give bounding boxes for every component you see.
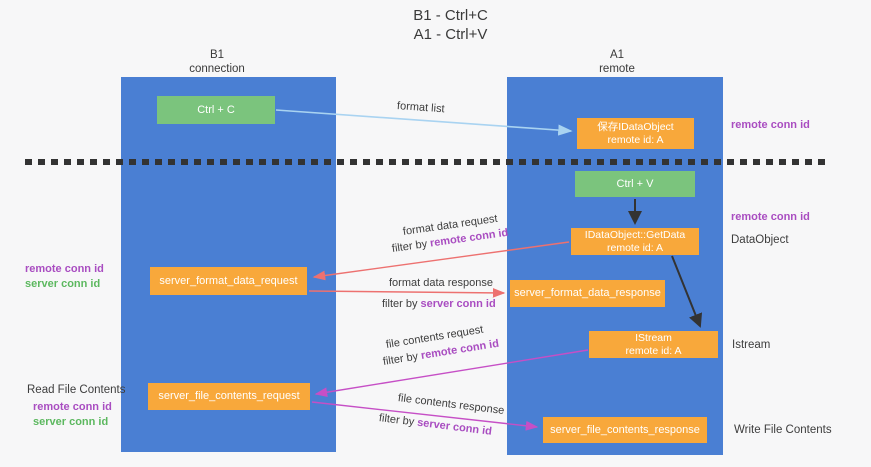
right-column-header: A1 remote — [517, 48, 717, 76]
server-file-contents-response-box: server_file_contents_response — [543, 417, 707, 443]
ctrl-v-label: Ctrl + V — [616, 177, 654, 190]
filter-by-text: filter by — [382, 298, 418, 310]
server-file-contents-request-label: server_file_contents_request — [158, 390, 300, 402]
right-remote-conn-id-top: remote conn id — [731, 119, 810, 131]
right-column-name: A1 — [609, 49, 625, 61]
left-column-header: B1 connection — [117, 48, 317, 76]
ctrl-v-box: Ctrl + V — [575, 171, 695, 197]
left-server-conn-id-bottom: server conn id — [33, 416, 109, 428]
left-column-subtitle: connection — [189, 63, 245, 75]
left-remote-conn-id-top: remote conn id — [25, 263, 104, 275]
istream-side-label: Istream — [732, 339, 771, 351]
dataobject-label: DataObject — [731, 234, 789, 246]
left-remote-conn-id-bottom: remote conn id — [33, 401, 112, 413]
getdata-line2: remote id: A — [606, 241, 664, 254]
server-conn-id-value: server conn id — [420, 298, 496, 310]
arrow-format-data-request — [312, 241, 570, 281]
save-idataobject-line2: remote id: A — [607, 133, 664, 146]
save-idataobject-line1: 保存IDataObject — [597, 120, 674, 133]
server-format-data-request-box: server_format_data_request — [150, 267, 307, 295]
server-format-data-response-label: server_format_data_response — [514, 287, 661, 299]
right-column-subtitle: remote — [599, 63, 635, 75]
istream-line2: remote id: A — [625, 344, 682, 357]
server-format-data-request-label: server_format_data_request — [159, 274, 298, 287]
istream-line1: IStream — [635, 331, 672, 344]
arrow-format-list — [275, 109, 573, 136]
istream-box: IStream remote id: A — [589, 331, 718, 358]
write-file-contents-label: Write File Contents — [734, 424, 832, 436]
getdata-line1: IDataObject::GetData — [584, 228, 686, 241]
left-server-conn-id-top: server conn id — [25, 278, 101, 290]
title-line-2: A1 - Ctrl+V — [413, 26, 488, 43]
diagram-title: B1 - Ctrl+C A1 - Ctrl+V — [30, 6, 871, 44]
title-line-1: B1 - Ctrl+C — [413, 7, 488, 24]
arrow-file-contents-request — [314, 349, 589, 398]
read-file-contents-label: Read File Contents — [27, 384, 126, 396]
ctrl-c-box: Ctrl + C — [157, 96, 275, 124]
arrow-getdata-to-istream — [671, 255, 703, 328]
save-idataobject-box: 保存IDataObject remote id: A — [577, 118, 694, 149]
arrow-format-data-response — [308, 287, 506, 298]
right-remote-conn-id-mid: remote conn id — [731, 211, 810, 223]
left-conn-id-stack-top: remote conn id server conn id — [25, 262, 104, 292]
left-column-name: B1 — [209, 49, 225, 61]
server-file-contents-request-box: server_file_contents_request — [148, 383, 310, 410]
ctrl-c-label: Ctrl + C — [197, 103, 235, 116]
format-data-response-label: format data response — [389, 277, 493, 289]
server-format-data-response-box: server_format_data_response — [510, 280, 665, 307]
left-conn-id-stack-bottom: remote conn id server conn id — [33, 400, 112, 430]
phase-divider-dashed-line — [25, 159, 831, 165]
idataobject-getdata-box: IDataObject::GetData remote id: A — [571, 228, 699, 255]
arrow-file-contents-response — [311, 401, 539, 431]
server-file-contents-response-label: server_file_contents_response — [550, 423, 700, 436]
